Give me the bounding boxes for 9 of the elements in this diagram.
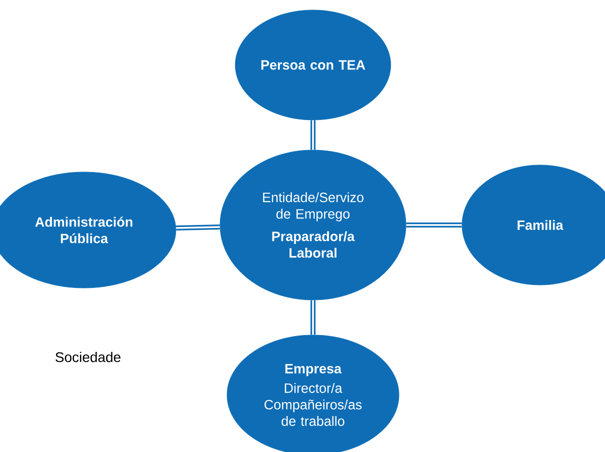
ellipse-node: Empresa Director/a Compañeiros/as de traballo <box>226 334 400 452</box>
ellipse-node: Persoa con TEA <box>235 10 391 120</box>
double-line <box>176 224 220 230</box>
double-line <box>406 222 462 228</box>
double-line <box>310 300 316 335</box>
label-text: Sociedade <box>56 352 120 362</box>
ellipse-node: Entidade/Servizo de Emprego Praparador/a Laboral <box>220 150 406 300</box>
double-line <box>310 120 316 150</box>
ellipse-node: Familia <box>462 164 605 286</box>
